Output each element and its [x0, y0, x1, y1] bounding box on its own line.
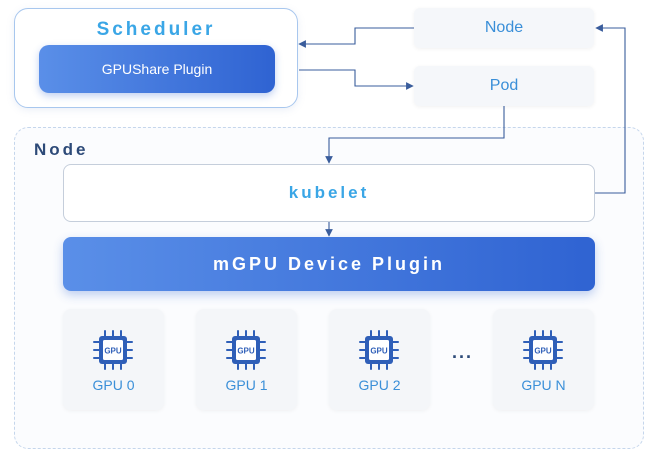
gpu-card: GPU GPU N [493, 309, 594, 410]
gpushare-plugin: GPUShare Plugin [39, 45, 275, 93]
pod-card: Pod [414, 66, 594, 106]
arrow-scheduler-to-pod [299, 69, 414, 90]
gpu-chip-text: GPU [237, 347, 255, 356]
scheduler-title: Scheduler [96, 19, 216, 40]
gpu-chip-text: GPU [104, 347, 122, 356]
gpu-card: GPU GPU 1 [196, 309, 297, 410]
gpu-chip-icon: GPU [93, 330, 133, 370]
node-region-label: Node [34, 140, 89, 159]
gpu-label: GPU 0 [92, 377, 135, 393]
gpu-card: GPU GPU 2 [329, 309, 430, 410]
gpu-chip-text: GPU [370, 347, 388, 356]
node-card: Node [414, 8, 594, 48]
gpu-label: GPU N [521, 377, 566, 393]
scheduler-box: Scheduler GPUShare Plugin [14, 8, 298, 108]
gpu-label: GPU 2 [358, 377, 401, 393]
gpu-chip-icon: GPU [523, 330, 563, 370]
kubelet-box: kubelet [63, 164, 595, 222]
more-gpus-ellipsis: ... [452, 342, 474, 362]
arrow-node-to-scheduler [298, 27, 414, 48]
gpu-card: GPU GPU 0 [63, 309, 164, 410]
mgpu-device-plugin: mGPU Device Plugin [63, 237, 595, 291]
gpu-chip-icon: GPU [226, 330, 266, 370]
gpu-chip-icon: GPU [359, 330, 399, 370]
gpu-label: GPU 1 [225, 377, 268, 393]
gpu-chip-text: GPU [534, 347, 552, 356]
